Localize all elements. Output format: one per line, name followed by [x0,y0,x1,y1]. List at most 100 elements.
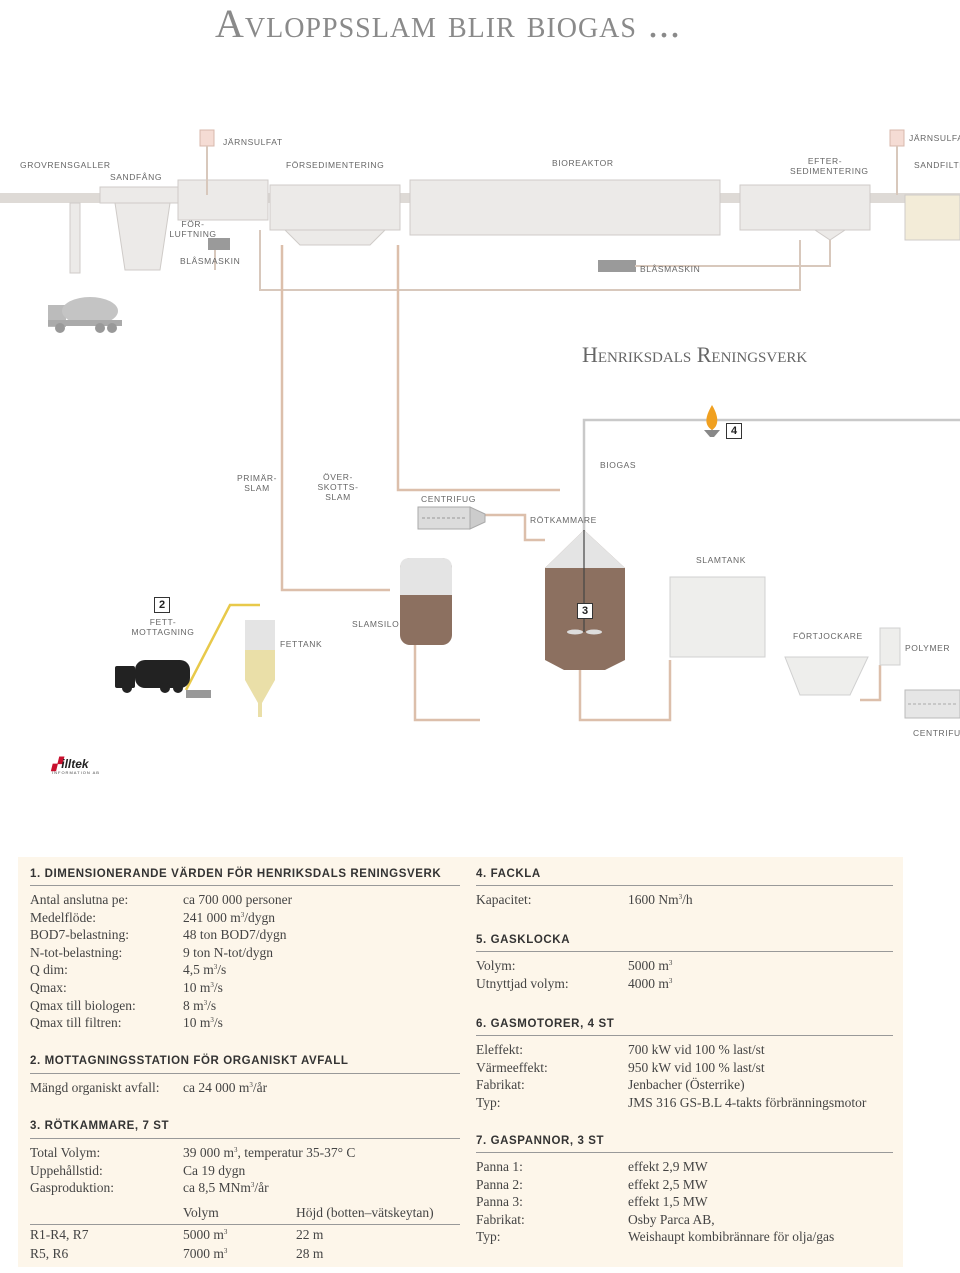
row-value: 1600 Nm3/h [628,892,693,907]
row-value: ca 700 000 personer [183,892,293,907]
row-value: Jenbacher (Österrike) [628,1077,745,1093]
sludge-truck-icon [48,297,122,333]
section-7-rule [476,1152,893,1153]
section-4-heading: 4. FACKLA [476,868,541,880]
label-forsedimentering: FÖRSEDIMENTERING [286,160,385,170]
label-centrifug-2: CENTRIFUG [913,728,960,738]
row-label: Volym: [476,958,516,973]
section-3-rule [30,1138,460,1139]
row-value: 700 kW vid 100 % last/st [628,1042,765,1057]
row-label: Panna 2: [476,1176,523,1192]
label-overskottsslam-l3: SLAM [325,492,351,502]
fat-truck-icon [115,660,190,693]
row-value: effekt 2,9 MW [628,1159,708,1174]
label-overskottsslam-l1: ÖVER- [323,472,353,482]
row-label: Typ: [476,1229,501,1245]
label-biogas: BIOGAS [600,460,637,470]
row-value: 8 m3/s [183,997,217,1013]
row-label: Medelflöde: [30,909,96,925]
fat-tank [245,620,275,717]
label-fettmottagning-l2: MOTTAGNING [131,627,195,637]
row-value: 39 000 m3, temperatur 35-37° C [183,1145,356,1160]
label-fettmottagning: FETT- MOTTAGNING [130,617,196,637]
info-panel: 1. DIMENSIONERANDE VÄRDEN FÖR HENRIKSDAL… [18,857,903,1267]
label-primarslam-l2: SLAM [244,483,270,493]
illtek-logo: ▞illtek INFORMATION AB [52,757,100,775]
row-value: effekt 1,5 MW [628,1194,708,1210]
centrifuge-1 [417,506,486,530]
thickener [784,656,869,696]
row-label: Fabrikat: [476,1077,525,1093]
label-fettmottagning-l1: FETT- [149,617,177,627]
label-sandfilter: SANDFILTER [914,160,960,170]
section-3-heading: 3. RÖTKAMMARE, 7 ST [30,1120,170,1132]
table-cell-volym: 7000 m3 [183,1246,228,1261]
label-primarslam-l1: PRIMÄR- [236,473,278,483]
section-5-heading: 5. GASKLOCKA [476,934,571,946]
table-head-hojd: Höjd (botten–vätskeytan) [296,1205,434,1220]
sludge-tank [669,576,766,658]
section-1-rule [30,885,460,886]
digester-tank [545,530,625,670]
row-label: Uppehållstid: [30,1162,103,1178]
treatment-line [0,179,960,274]
row-value: 10 m3/s [183,980,223,995]
badge-4: 4 [726,423,742,439]
row-label: Antal anslutna pe: [30,892,129,907]
blowers [208,238,636,272]
badge-3: 3 [577,603,593,619]
row-label: Qmax till filtren: [30,1015,122,1031]
section-2-rule [30,1073,460,1074]
centrifuge-2 [904,689,960,719]
row-label: Kapacitet: [476,892,532,907]
label-jarnsulfat-1: JÄRNSULFAT [223,137,283,147]
plant-name: Henriksdals Reningsverk [582,342,808,367]
logo-sub: INFORMATION AB [52,770,100,775]
label-polymer: POLYMER [905,643,951,653]
table-rule [30,1224,460,1225]
section-4-rule [476,885,893,886]
label-forluftning-l1: FÖR- [181,219,205,229]
table-cell-volym: 5000 m3 [183,1227,228,1242]
row-value: 5000 m3 [628,958,673,973]
label-blasmaskin-2: BLÅSMASKIN [640,264,701,274]
label-rotkammare: RÖTKAMMARE [530,515,597,525]
row-value: ca 8,5 MNm3/år [183,1180,269,1196]
sludge-silo [400,558,452,645]
section-6-rule [476,1035,893,1036]
row-value: Ca 19 dygn [183,1162,246,1178]
logo-mark: ▞ [52,757,62,771]
fat-receiver [186,690,211,698]
table-cell-hojd: 28 m [296,1246,324,1261]
label-forluftning-l2: LUFTNING [169,229,217,239]
section-1-heading: 1. DIMENSIONERANDE VÄRDEN FÖR HENRIKSDAL… [30,868,442,880]
row-label: Gasproduktion: [30,1180,114,1196]
section-6-heading: 6. GASMOTORER, 4 ST [476,1018,615,1030]
label-primarslam: PRIMÄR- SLAM [232,473,282,493]
label-eftersedimentering-l1: EFTER- [807,156,843,166]
table-head-volym: Volym [183,1205,219,1220]
row-label: Värmeeffekt: [476,1059,548,1075]
label-overskottsslam: ÖVER- SKOTTS- SLAM [313,472,363,502]
label-fettank: FETTANK [280,639,323,649]
row-label: Qmax: [30,980,67,995]
label-fortjockare: FÖRTJOCKARE [793,631,863,641]
row-value: JMS 316 GS-B.L 4-takts förbränningsmotor [628,1094,867,1110]
label-slamtank: SLAMTANK [696,555,746,565]
label-forluftning: FÖR- LUFTNING [168,219,218,239]
process-diagram [0,129,960,722]
label-blasmaskin-1: BLÅSMASKIN [180,256,241,266]
section-5-rule [476,951,893,952]
row-label: Typ: [476,1094,501,1110]
label-jarnsulfat-2: JÄRNSULFAT [909,133,960,143]
row-value: 950 kW vid 100 % last/st [628,1059,765,1075]
logo-name: illtek [61,757,89,771]
row-label: BOD7-belastning: [30,927,129,943]
row-value: 10 m3/s [183,1015,223,1031]
row-label: Fabrikat: [476,1211,525,1227]
label-grovrensgaller: GROVRENSGALLER [20,160,111,170]
row-value: effekt 2,5 MW [628,1176,708,1192]
row-label: Panna 1: [476,1159,523,1174]
polymer-tank [879,627,901,666]
label-slamsilo: SLAMSILO [352,619,400,629]
